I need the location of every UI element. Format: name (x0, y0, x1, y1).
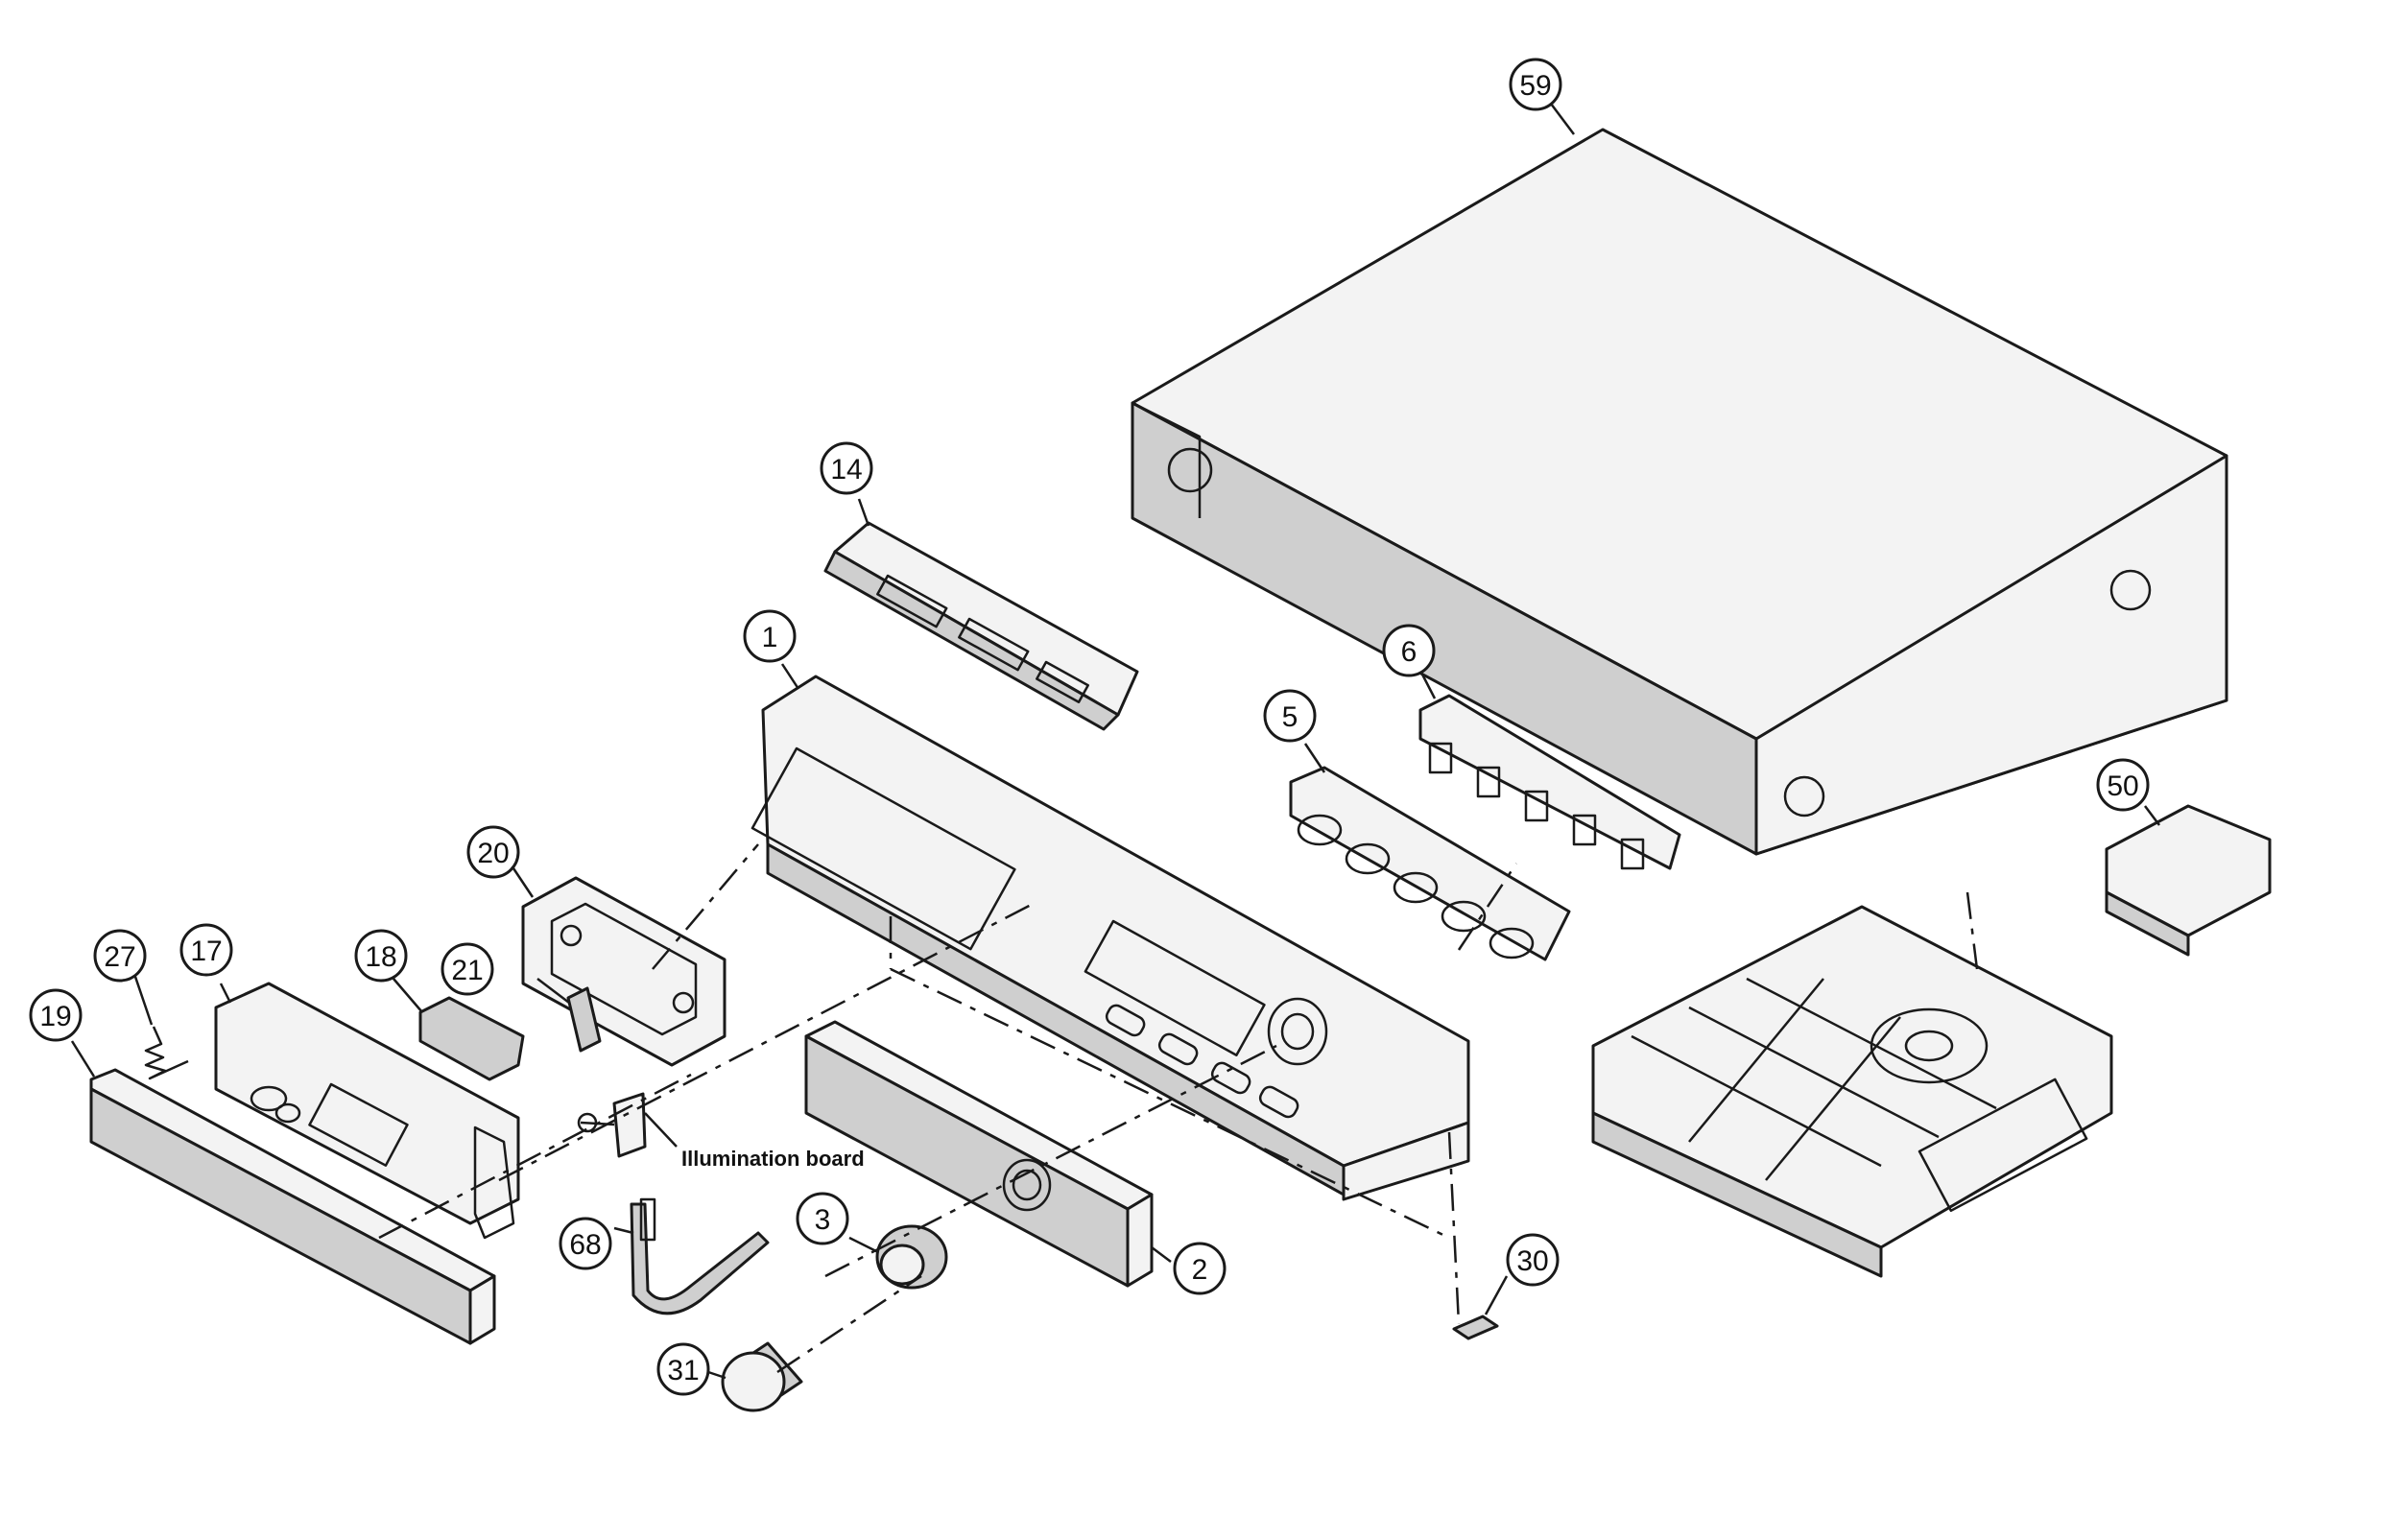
callout-68: 68 (559, 1217, 612, 1270)
callout-2: 2 (1173, 1242, 1227, 1295)
callout-14: 14 (820, 441, 873, 495)
part-18-display-lens (393, 978, 525, 1081)
part-21-light-guide (536, 978, 602, 1053)
svg-text:50: 50 (2107, 770, 2138, 802)
part-27-spring (132, 973, 189, 1080)
svg-text:17: 17 (190, 936, 222, 967)
callout-21: 21 (441, 942, 494, 996)
part-5-button-holder (1289, 743, 1571, 961)
callout-19: 19 (29, 988, 83, 1042)
part-1-front-panel-frame (750, 663, 1470, 1201)
part-14-button-bar (823, 498, 1139, 731)
part-2-knob-panel (804, 1020, 1172, 1288)
part-3-bushing (848, 1224, 948, 1290)
svg-text:30: 30 (1516, 1245, 1548, 1277)
part-68-flat-cable (613, 1197, 770, 1315)
callout-27: 27 (93, 929, 147, 983)
callout-30: 30 (1506, 1233, 1560, 1287)
callout-20: 20 (466, 825, 520, 879)
svg-text:59: 59 (1519, 70, 1551, 102)
callout-5: 5 (1263, 689, 1317, 743)
illumination-board-label: Illumination board (681, 1147, 865, 1171)
callout-1: 1 (743, 609, 797, 663)
svg-text:1: 1 (762, 622, 778, 653)
svg-text:2: 2 (1192, 1254, 1208, 1286)
callout-31: 31 (656, 1342, 710, 1396)
svg-text:27: 27 (104, 941, 135, 973)
part-19-front-door (70, 1040, 496, 1345)
callout-3: 3 (796, 1192, 849, 1245)
svg-text:18: 18 (365, 941, 396, 973)
callout-6: 6 (1382, 624, 1436, 677)
callout-59: 59 (1509, 58, 1562, 111)
svg-text:5: 5 (1282, 701, 1298, 733)
svg-text:3: 3 (815, 1204, 831, 1236)
part-31-knob (707, 1341, 803, 1412)
alignment-lines (378, 843, 1979, 1374)
svg-text:68: 68 (569, 1229, 601, 1261)
svg-text:21: 21 (451, 955, 483, 986)
svg-text:31: 31 (667, 1355, 699, 1386)
part-6-switch-board (1417, 666, 1681, 870)
part-59-top-cover (1131, 95, 2228, 856)
svg-text:20: 20 (477, 838, 509, 869)
callout-18: 18 (354, 929, 408, 983)
part-17-inner-panel (214, 982, 520, 1240)
part-50-connector (2105, 804, 2272, 957)
part-20-display-frame (512, 867, 727, 1067)
illumination-board (577, 1092, 678, 1158)
part-30-foot (1452, 1275, 1509, 1340)
svg-text:6: 6 (1401, 636, 1417, 668)
disc-mechanism (1591, 905, 2113, 1278)
svg-text:19: 19 (39, 1001, 71, 1032)
svg-text:14: 14 (830, 454, 862, 486)
callout-50: 50 (2096, 758, 2150, 812)
callout-17: 17 (179, 923, 233, 977)
